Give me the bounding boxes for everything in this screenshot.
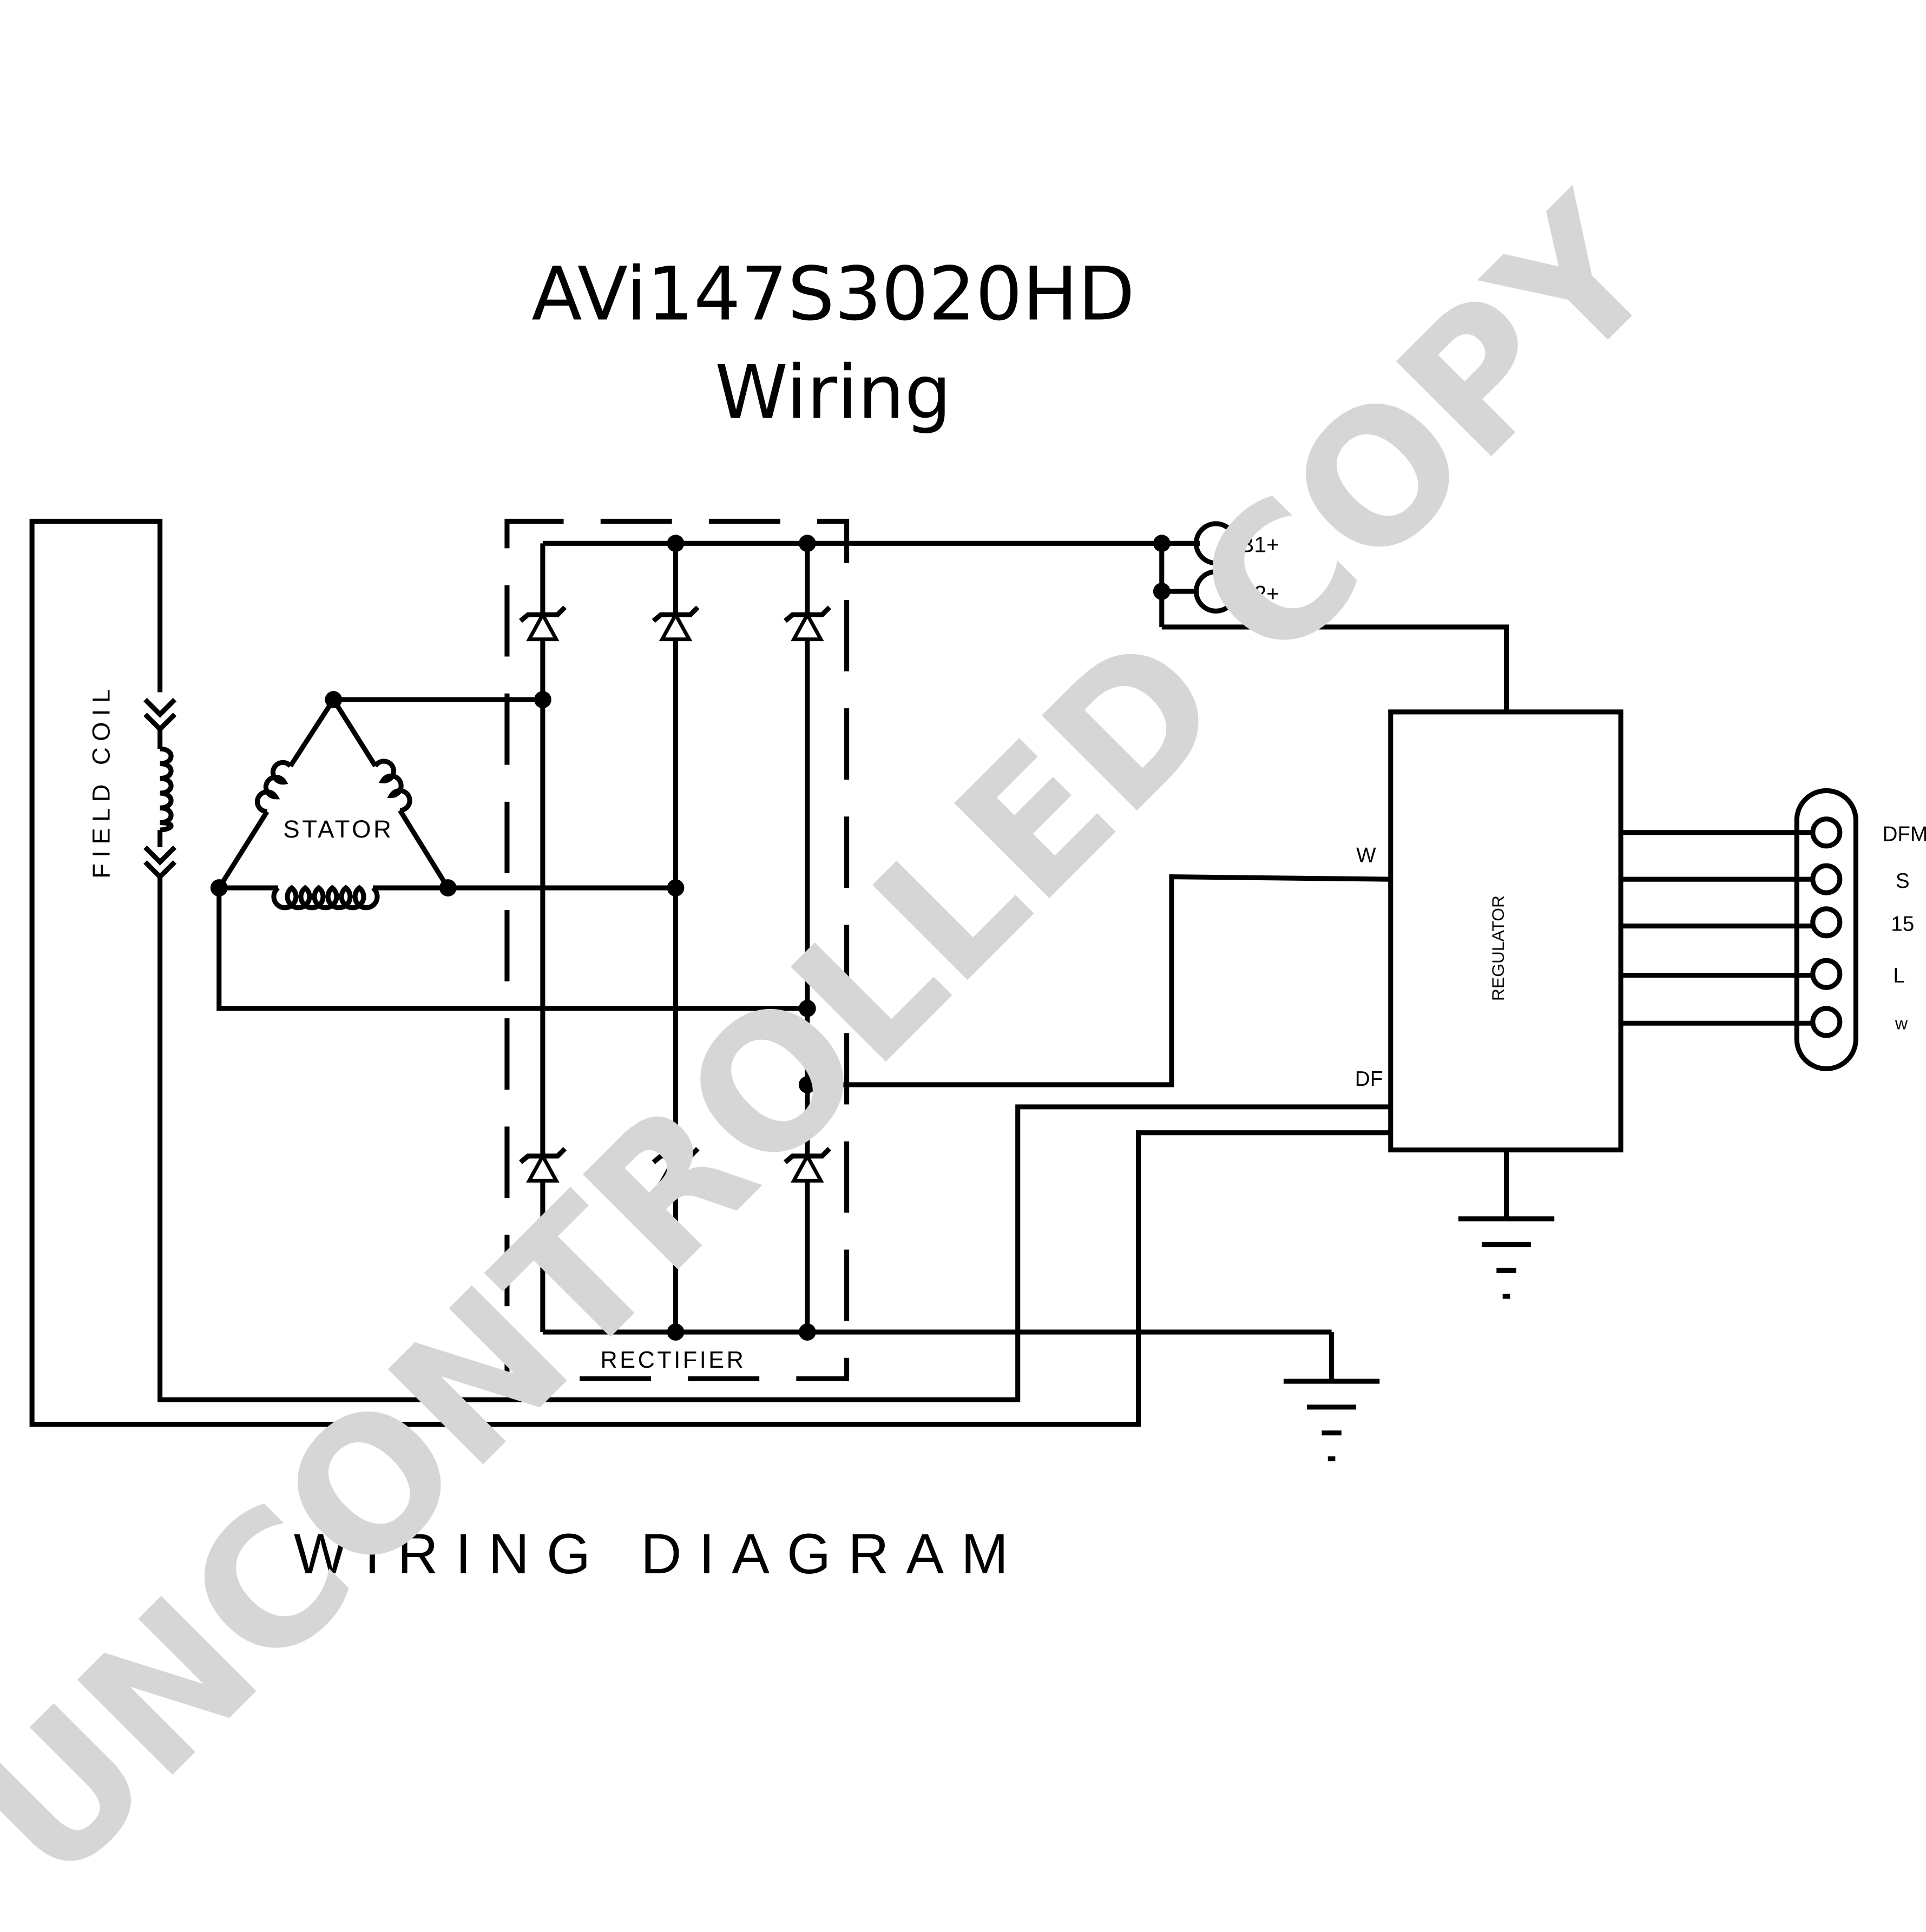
junction-dots bbox=[210, 535, 1171, 1341]
diode-3 bbox=[783, 605, 831, 642]
ground-symbol-regulator bbox=[1458, 1150, 1555, 1299]
regulator-label: REGULATOR bbox=[1488, 895, 1508, 1001]
diode-4 bbox=[519, 1146, 567, 1183]
connector-plug: DFM S 15 L w bbox=[1621, 788, 1926, 1071]
pin-label-15: 15 bbox=[1891, 913, 1914, 936]
w-terminal-label: W bbox=[1356, 843, 1376, 867]
stator: STATOR bbox=[216, 698, 450, 911]
title-model: AVi147S3020HD bbox=[531, 251, 1135, 337]
b1-label: B1+ bbox=[1239, 532, 1279, 557]
stator-label: STATOR bbox=[283, 815, 393, 843]
diode-6 bbox=[783, 1146, 831, 1183]
field-coil: FIELD COIL bbox=[29, 518, 1391, 1427]
diode-5 bbox=[652, 1146, 700, 1183]
pin-label-dfm: DFM bbox=[1882, 823, 1926, 846]
pin-label-w: w bbox=[1895, 1014, 1908, 1033]
pin-label-s: S bbox=[1896, 869, 1910, 893]
pin-label-l: L bbox=[1893, 964, 1905, 987]
ground-symbol-rectifier bbox=[1283, 1332, 1380, 1461]
b2-label: B2+ bbox=[1239, 581, 1279, 606]
rectifier-label: RECTIFIER bbox=[601, 1347, 746, 1373]
field-coil-label: FIELD COIL bbox=[87, 683, 115, 879]
rectifier: RECTIFIER bbox=[504, 518, 1332, 1382]
diode-2 bbox=[652, 605, 700, 642]
regulator: REGULATOR W DF bbox=[1355, 709, 1623, 1153]
df-terminal-label: DF bbox=[1355, 1067, 1383, 1091]
title-subtitle: Wiring bbox=[715, 350, 951, 436]
diode-1 bbox=[519, 605, 567, 642]
caption: WIRING DIAGRAM bbox=[294, 1522, 1026, 1586]
